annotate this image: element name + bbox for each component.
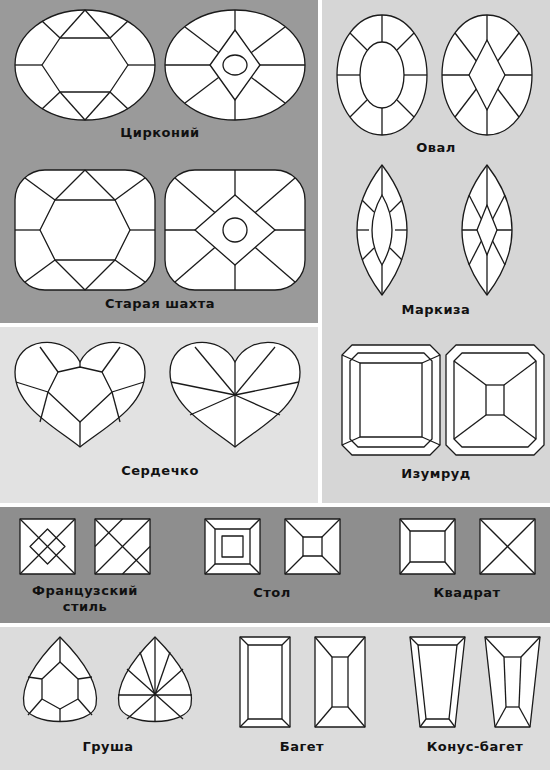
cut-name: Стол [253, 585, 291, 601]
gem-drawings [322, 0, 550, 503]
cut-name: Овал [416, 140, 456, 156]
cut-name: Цирконий [120, 125, 199, 141]
cut-panel: ОвалМаркизаИзумруд [322, 0, 550, 503]
cut-panel: Груша Багет Конус-багет [0, 627, 550, 770]
cut-name: Багет [280, 739, 324, 755]
cut-name: Конус-багет [427, 739, 524, 755]
cut-name: Изумруд [401, 466, 470, 482]
gem-drawings [0, 0, 318, 323]
cut-name: Квадрат [433, 585, 500, 601]
cut-panel: Французский стиль Стол Квадрат [0, 507, 550, 623]
cut-panel: ЦирконийСтарая шахта [0, 0, 318, 323]
cut-name: Французский стиль [23, 583, 148, 615]
cut-name: Груша [82, 739, 133, 755]
cut-name: Маркиза [402, 302, 471, 318]
cut-name: Сердечко [121, 463, 199, 479]
cut-panel: Сердечко [0, 327, 318, 503]
cut-name: Старая шахта [105, 296, 215, 312]
